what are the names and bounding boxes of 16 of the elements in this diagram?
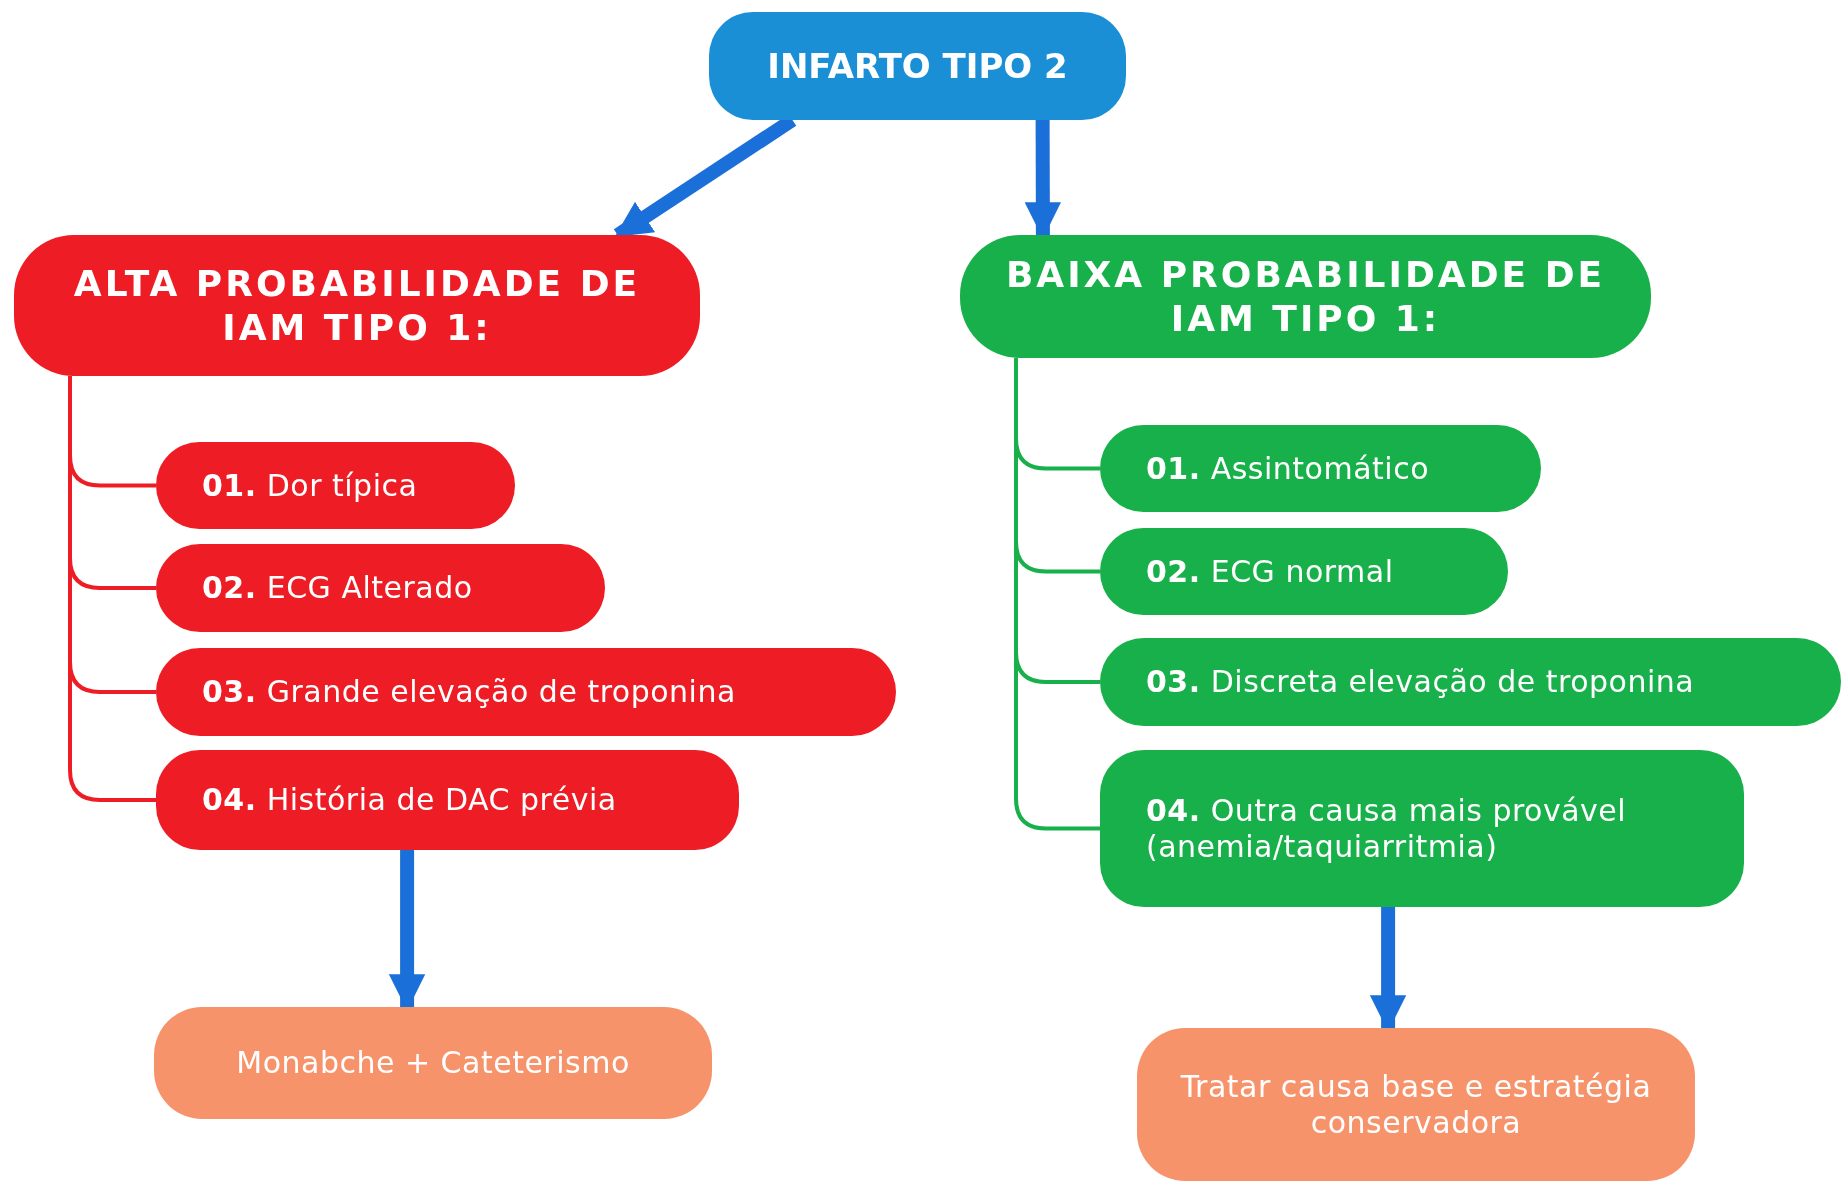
pill-label: INFARTO TIPO 2 xyxy=(767,45,1068,87)
pill-label: BAIXA PROBABILIDADE DE IAM TIPO 1: xyxy=(1004,253,1607,340)
pill-label: 02. ECG normal xyxy=(1146,553,1394,590)
pill-label: 03. Grande elevação de troponina xyxy=(202,674,736,710)
pill-label: ALTA PROBABILIDADE DE IAM TIPO 1: xyxy=(72,262,642,349)
action-box xyxy=(1137,1028,1695,1181)
pill-label: 04. Outra causa mais provável (anemia/taquiarritmia) xyxy=(1146,792,1628,865)
pill-label: 04. História de DAC prévia xyxy=(202,782,617,818)
criterion-pill xyxy=(1100,750,1744,907)
title-pill xyxy=(709,12,1126,120)
pill-label: Tratar causa base e estratégia conservadora xyxy=(1179,1068,1653,1141)
pill-label: 01. Dor típica xyxy=(202,467,418,504)
pill-label: 02. ECG Alterado xyxy=(202,570,473,606)
pill-label: Monabche + Cateterismo xyxy=(236,1045,630,1081)
pill-label: 01. Assintomático xyxy=(1146,450,1429,487)
pill-label: 03. Discreta elevação de troponina xyxy=(1146,664,1695,700)
